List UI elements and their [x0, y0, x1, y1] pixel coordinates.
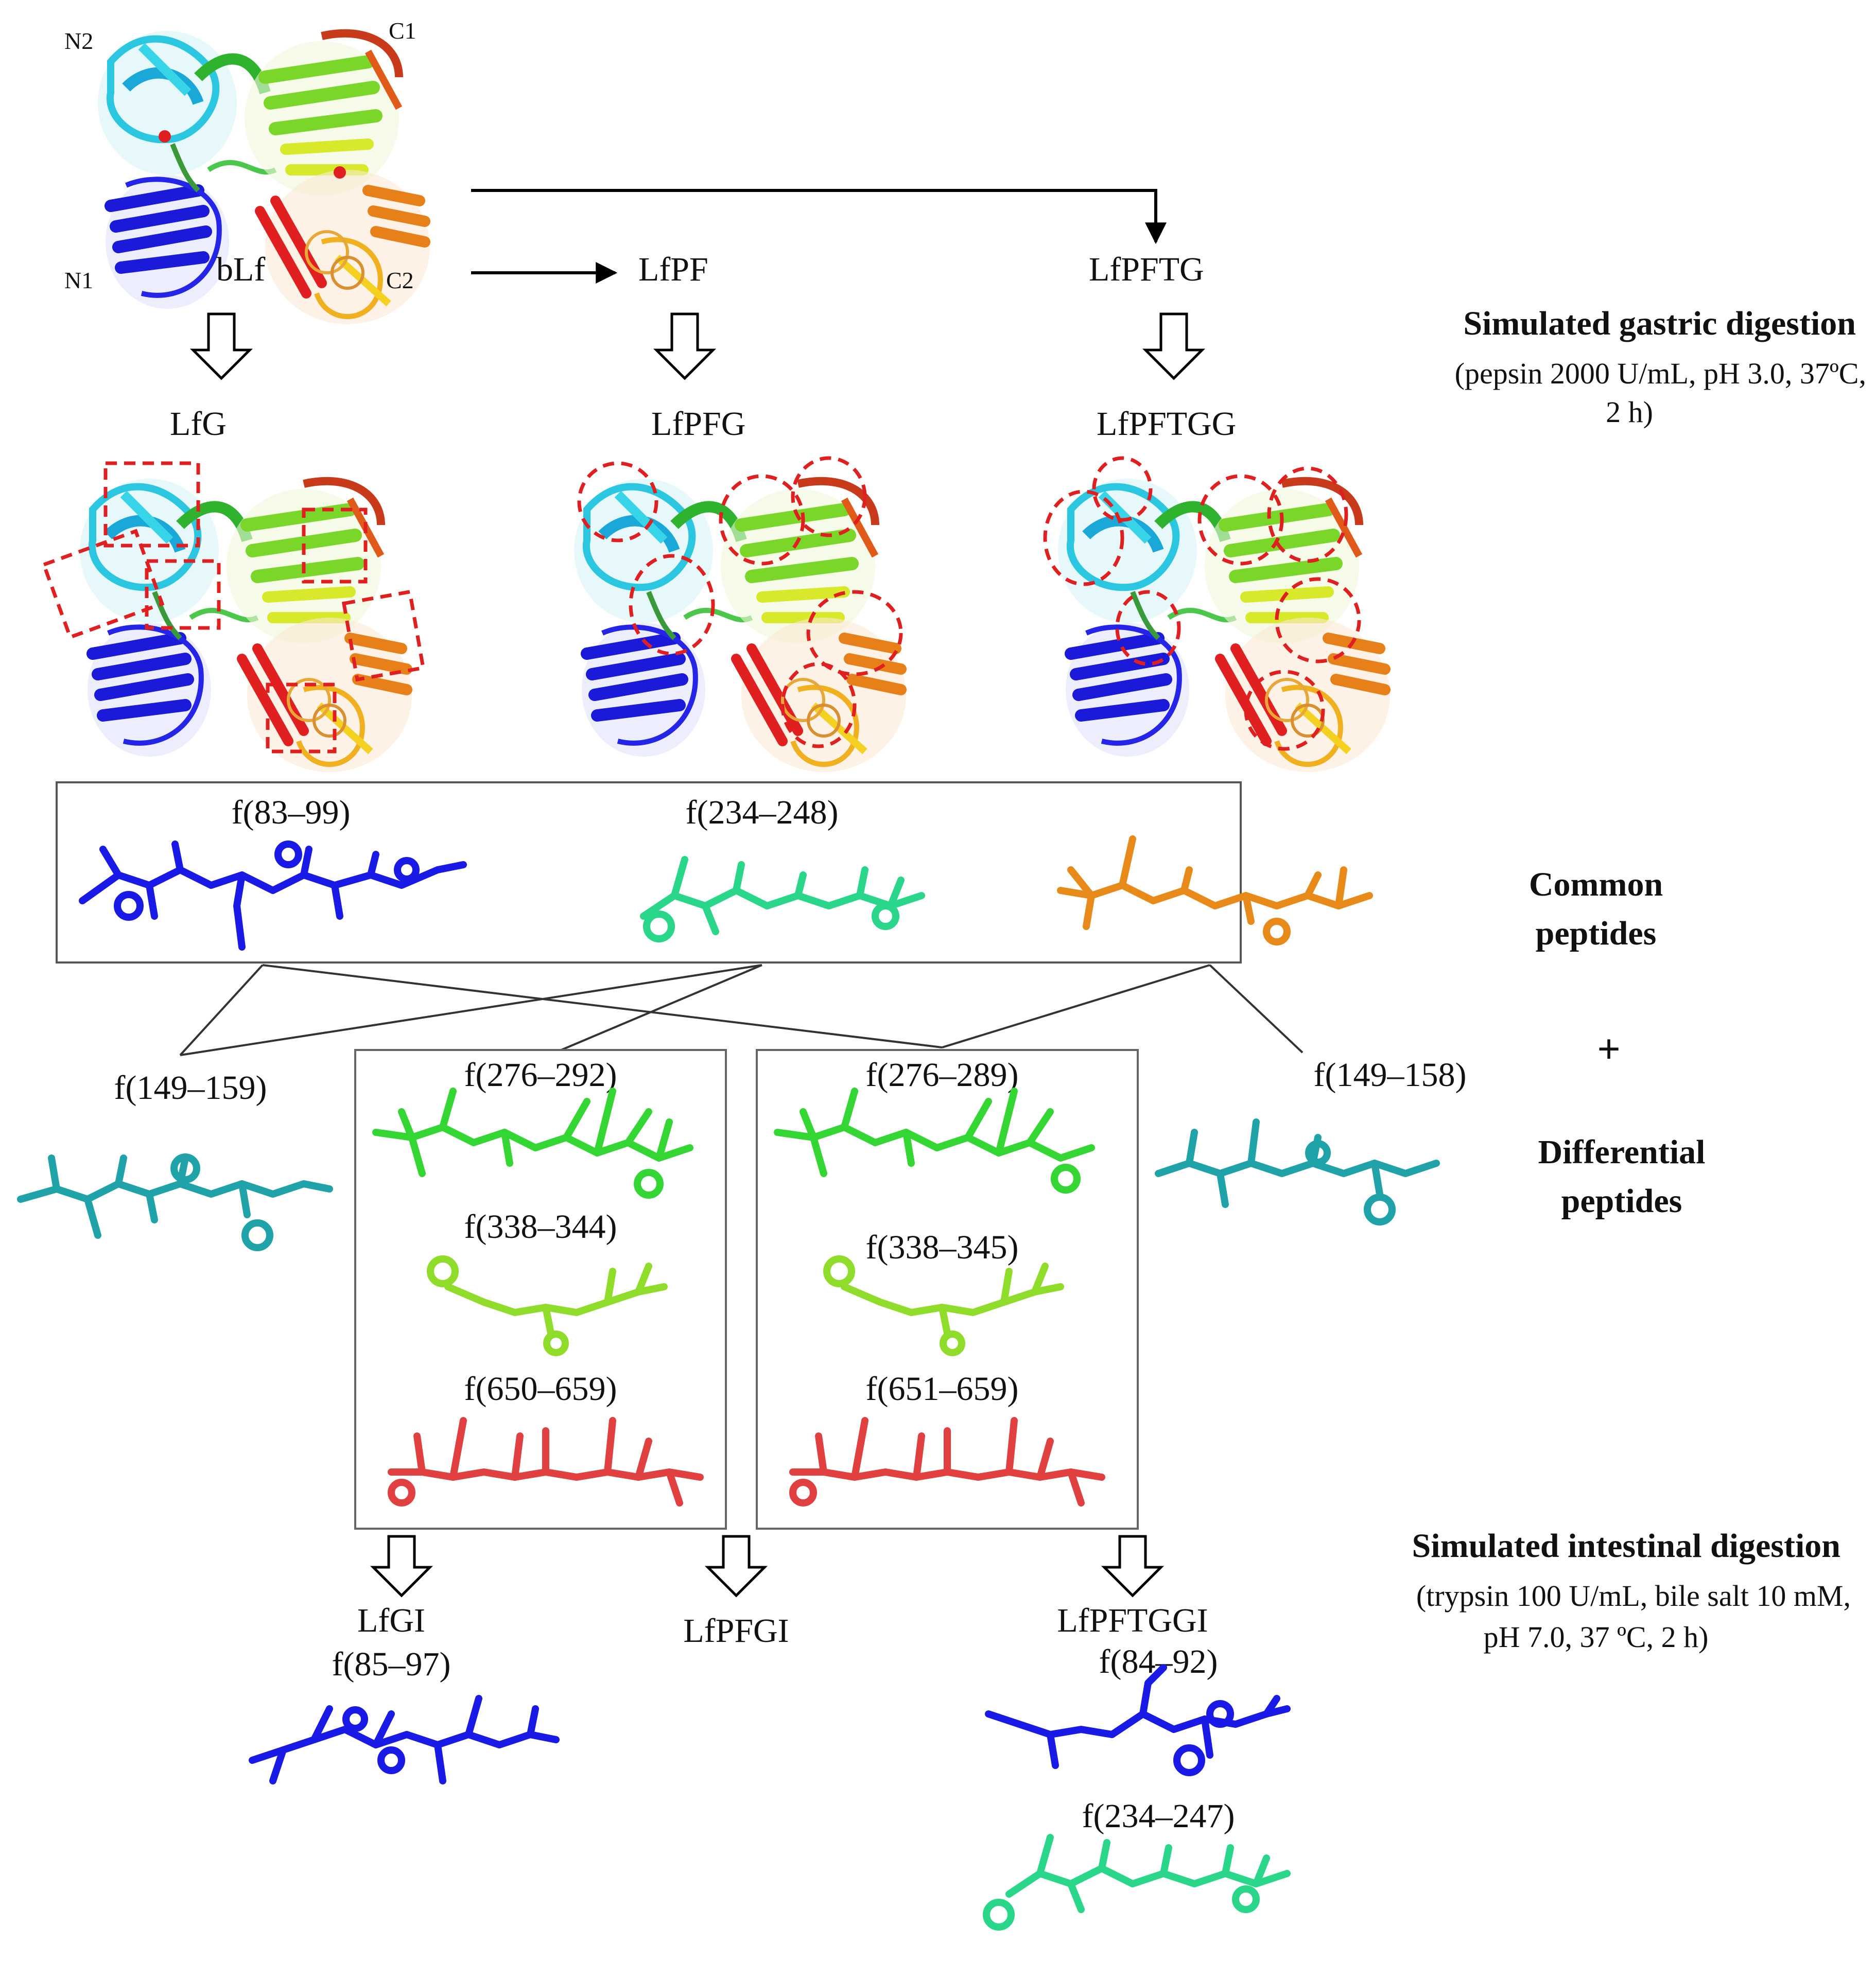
peptide-f83-99 — [79, 841, 467, 951]
gastric-conditions-line1: (pepsin 2000 U/mL, pH 3.0, 37ºC, — [1455, 357, 1866, 390]
peptide-f338-344 — [427, 1255, 668, 1356]
lfpftg-label: LfPFTG — [1089, 251, 1204, 288]
peptide-f149-158-label: f(149–158) — [1314, 1056, 1467, 1094]
differential-label-line1: Differential — [1538, 1133, 1705, 1171]
peptide-f338-344-label: f(338–344) — [464, 1208, 617, 1246]
arrow-to-lfpftg — [471, 189, 1167, 244]
hollow-arrows-row2 — [370, 1535, 1165, 1598]
peptide-f234-248 — [640, 856, 925, 942]
common-label-line1: Common — [1529, 866, 1663, 903]
down-arrow-lfpftgg — [1142, 312, 1206, 380]
intestinal-conditions-line1: (trypsin 100 U/mL, bile salt 10 mM, — [1416, 1579, 1851, 1613]
gastric-conditions-line2: 2 h) — [1606, 395, 1653, 429]
lfpfg-structure — [574, 456, 906, 772]
lobe-n2-label: N2 — [64, 28, 93, 54]
peptide-f234-247-label: f(234–247) — [1082, 1797, 1235, 1835]
lfpftgg-differential-box — [756, 1049, 1139, 1530]
blf-label: bLf — [216, 251, 265, 288]
down-arrow-lfgi — [370, 1535, 433, 1598]
lfpfgi-label: LfPFGI — [683, 1612, 789, 1650]
lobe-c2-label: C2 — [386, 267, 414, 293]
peptide-f85-97-label: f(85–97) — [332, 1645, 451, 1683]
lfpftgg-label: LfPFTGG — [1097, 405, 1236, 443]
peptide-f651-659-label: f(651–659) — [866, 1370, 1019, 1408]
common-peptides-box — [56, 781, 1242, 964]
down-arrow-lfg — [189, 312, 253, 380]
peptide-f650-659 — [388, 1417, 704, 1507]
lfg-structure — [41, 461, 426, 772]
peptide-f276-292 — [372, 1088, 693, 1199]
lobe-n1-label: N1 — [64, 267, 93, 293]
hollow-arrows-row1 — [189, 312, 1206, 380]
peptide-f338-345-label: f(338–345) — [866, 1229, 1019, 1266]
dashed-circles-lfpftgg — [1043, 456, 1361, 751]
lfpf-label: LfPF — [638, 251, 708, 288]
peptide-f276-289-label: f(276–289) — [866, 1056, 1019, 1094]
intestinal-title: Simulated intestinal digestion — [1412, 1527, 1840, 1565]
dashed-circles-lfpfg — [577, 456, 903, 748]
lfg-label: LfG — [170, 405, 227, 443]
peptide-f149-159 — [17, 1153, 333, 1251]
peptide-f650-659-label: f(650–659) — [464, 1370, 617, 1408]
peptide-f234-248-label: f(234–248) — [686, 794, 839, 831]
lfgi-label: LfGI — [357, 1602, 425, 1639]
dashed-boxes-lfg — [41, 461, 426, 754]
lfpftgg-structure — [1043, 456, 1390, 772]
peptide-f149-159-label: f(149–159) — [114, 1069, 267, 1107]
gastric-title: Simulated gastric digestion — [1463, 305, 1856, 342]
peptide-f83-99-label: f(83–99) — [232, 794, 351, 831]
blf-structure — [98, 31, 430, 324]
peptide-f276-289 — [774, 1088, 1095, 1194]
peptide-f651-659 — [789, 1417, 1105, 1507]
common-label-line2: peptides — [1536, 915, 1657, 952]
peptide-common-orange — [1057, 835, 1373, 946]
peptide-f84-92 — [985, 1664, 1291, 1776]
peptide-f149-158 — [1155, 1118, 1440, 1225]
plus-sign: + — [1597, 1027, 1621, 1072]
connector-lines — [179, 964, 1304, 1056]
down-arrow-lfpftggi — [1101, 1535, 1165, 1598]
peptide-f276-292-label: f(276–292) — [464, 1056, 617, 1094]
peptide-f85-97 — [249, 1695, 560, 1784]
lfpftggi-label: LfPFTGGI — [1057, 1602, 1208, 1639]
differential-label-line2: peptides — [1561, 1182, 1682, 1220]
peptide-f234-247 — [983, 1834, 1291, 1931]
lobe-c1-label: C1 — [389, 17, 416, 44]
lfpfg-label: LfPFG — [651, 405, 745, 443]
down-arrow-lfpfg — [653, 312, 717, 380]
lfpfg-differential-box — [354, 1049, 727, 1530]
intestinal-conditions-line2: pH 7.0, 37 ºC, 2 h) — [1484, 1620, 1709, 1654]
down-arrow-lfpfgi — [704, 1535, 768, 1598]
peptide-f338-345 — [823, 1255, 1064, 1356]
